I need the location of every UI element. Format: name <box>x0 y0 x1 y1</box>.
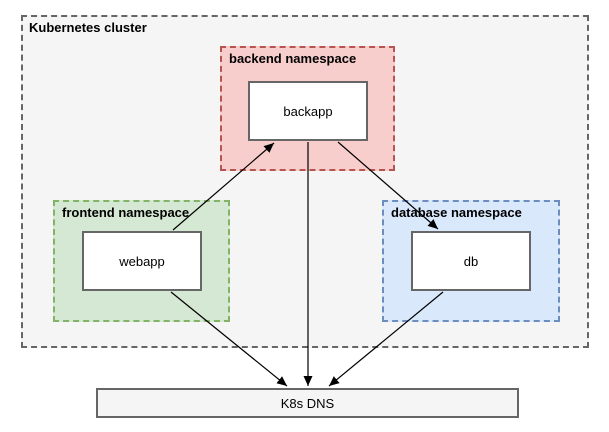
database-namespace-label: database namespace <box>391 205 522 220</box>
cluster-label: Kubernetes cluster <box>29 20 147 35</box>
node-db: db <box>411 231 531 291</box>
backend-namespace-label: backend namespace <box>229 51 357 66</box>
node-backapp: backapp <box>248 81 368 141</box>
frontend-namespace-label: frontend namespace <box>62 205 190 220</box>
node-webapp: webapp <box>82 231 202 291</box>
node-k8s-dns: K8s DNS <box>96 388 519 418</box>
